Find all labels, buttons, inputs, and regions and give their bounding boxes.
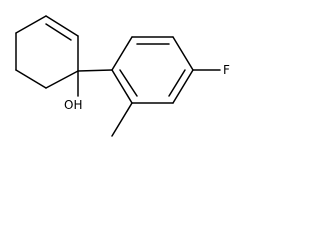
bond-c5-to-c6: [15, 69, 47, 89]
cyclohexene-ring: [15, 15, 79, 89]
bond-aryl-c6-c1: [111, 69, 133, 104]
bond-aryl-c4-c5: [172, 69, 194, 104]
bond-aryl-c6-c1-inner: [119, 69, 138, 97]
molecule-structure: OH F: [15, 15, 230, 137]
fluorine-label: F: [223, 63, 230, 77]
bond-aryl-to-methyl: [111, 102, 133, 137]
bond-c6-to-quaternary: [45, 70, 79, 89]
benzene-ring: [111, 36, 194, 104]
bond-c2-to-c3-double: [45, 15, 79, 37]
bond-carbon-to-aryl: [77, 69, 113, 72]
bond-aryl-c3-c4: [172, 36, 194, 71]
bond-aryl-c1-c2: [111, 36, 133, 71]
bond-c2-to-c3-inner: [45, 23, 72, 41]
bond-c3-to-c4: [15, 15, 47, 34]
bond-aryl-c4-c5-inner: [168, 69, 186, 97]
hydroxyl-label: OH: [64, 98, 82, 112]
